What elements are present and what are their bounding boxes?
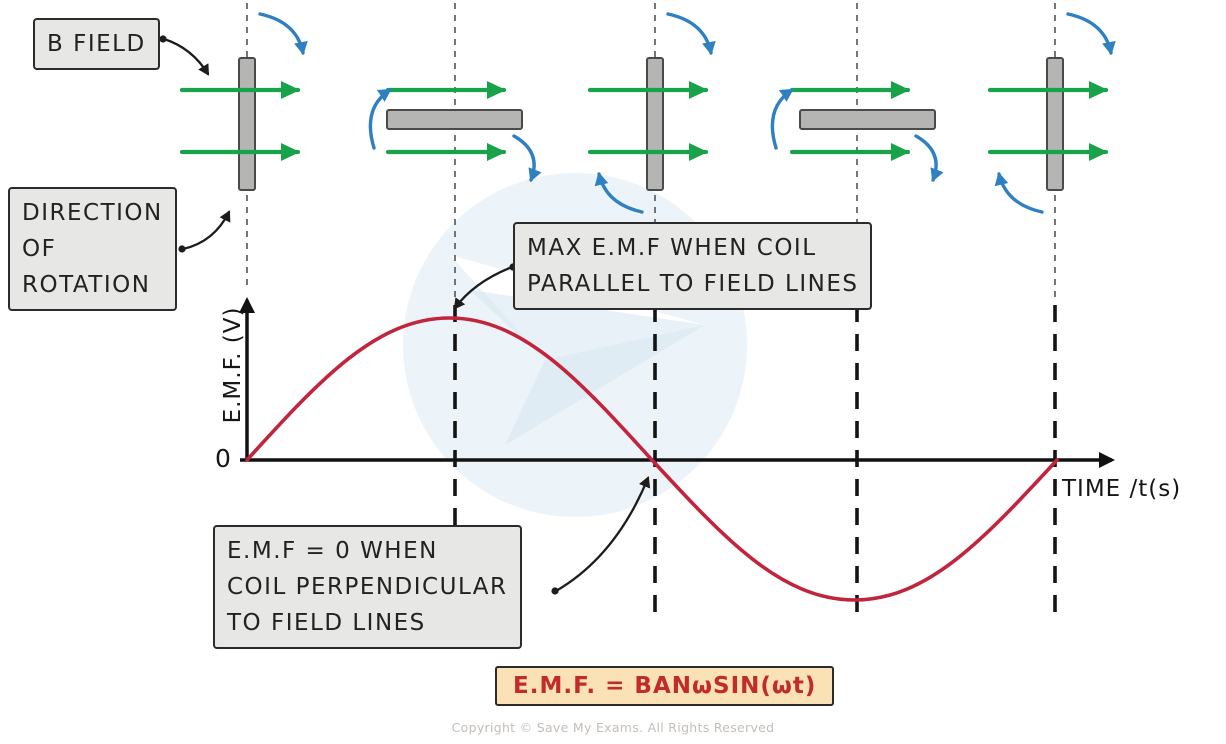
max-emf-line-2: PARALLEL TO FIELD LINES xyxy=(527,271,859,297)
zero-emf-line-1: E.M.F = 0 WHEN xyxy=(227,538,438,564)
y-axis-label: E.M.F. (V) xyxy=(220,306,246,424)
direction-line-2: OF xyxy=(22,236,57,262)
rotation-arrows xyxy=(258,12,1116,214)
coil-bars xyxy=(238,57,1064,191)
coil-bar-horizontal-4 xyxy=(799,109,936,130)
x-axis-label: TIME /t(s) xyxy=(1062,476,1182,502)
direction-line-1: DIRECTION xyxy=(22,200,163,226)
emf-equation-box: E.M.F. = BANωSIN(ωt) xyxy=(495,666,835,706)
b-field-label-text: B FIELD xyxy=(47,31,146,57)
max-emf-label: MAX E.M.F WHEN COIL PARALLEL TO FIELD LI… xyxy=(513,222,873,310)
zero-emf-line-2: COIL PERPENDICULAR xyxy=(227,574,508,600)
origin-label: 0 xyxy=(215,444,232,473)
direction-line-3: ROTATION xyxy=(22,272,151,298)
max-emf-line-1: MAX E.M.F WHEN COIL xyxy=(527,235,817,261)
graph-axes xyxy=(239,297,1115,468)
direction-of-rotation-label: DIRECTION OF ROTATION xyxy=(8,187,177,311)
coil-bar-horizontal-2 xyxy=(386,109,523,130)
zero-emf-line-3: TO FIELD LINES xyxy=(227,610,426,636)
coil-bar-vertical-5 xyxy=(1046,57,1064,191)
b-field-label: B FIELD xyxy=(33,18,160,70)
coil-bar-vertical-3 xyxy=(646,57,664,191)
copyright-text: Copyright © Save My Exams. All Rights Re… xyxy=(451,720,775,735)
coil-bar-vertical-1 xyxy=(238,57,256,191)
emf-equation-text: E.M.F. = BANωSIN(ωt) xyxy=(513,673,817,699)
emf-sine-curve xyxy=(245,316,1059,602)
zero-emf-label: E.M.F = 0 WHEN COIL PERPENDICULAR TO FIE… xyxy=(213,525,522,649)
field-line-arrows xyxy=(179,81,1109,161)
label-pointer-arrows xyxy=(162,37,651,593)
